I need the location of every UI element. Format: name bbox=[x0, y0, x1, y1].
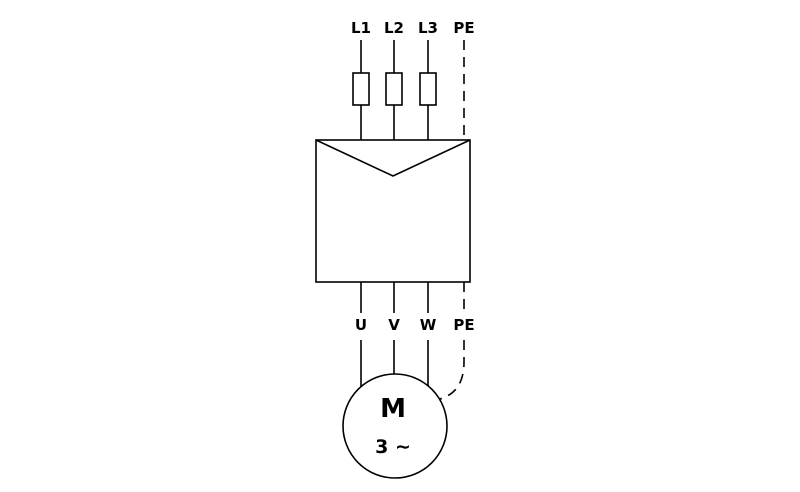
converter-chevron-icon bbox=[315, 139, 471, 177]
terminal-label-v: V bbox=[388, 316, 400, 334]
terminal-label-pe-bottom: PE bbox=[453, 316, 474, 334]
terminal-label-l1: L1 bbox=[351, 19, 371, 37]
terminal-label-u: U bbox=[355, 316, 367, 334]
fuse-l1 bbox=[352, 72, 370, 106]
converter-box bbox=[315, 139, 471, 283]
terminal-label-pe-top: PE bbox=[453, 19, 474, 37]
terminal-label-l2: L2 bbox=[384, 19, 404, 37]
motor-phase-label: 3 ∼ bbox=[375, 436, 411, 458]
terminal-label-l3: L3 bbox=[418, 19, 438, 37]
fuse-l3 bbox=[419, 72, 437, 106]
terminal-label-w: W bbox=[420, 316, 437, 334]
fuse-l2 bbox=[385, 72, 403, 106]
pe-wire-curve bbox=[439, 340, 465, 400]
motor-circle bbox=[342, 373, 448, 479]
motor-letter: M bbox=[380, 394, 406, 424]
